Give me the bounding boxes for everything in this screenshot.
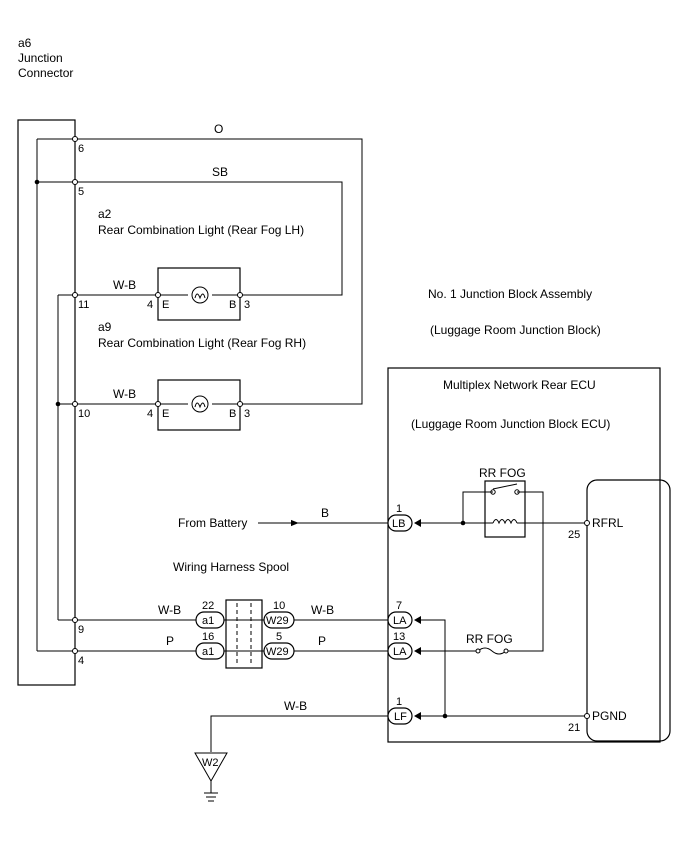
rear-fog-lh-term-b: B [229,299,236,311]
connector-la-7 [387,611,413,629]
junction-connector-id: a6 [18,36,32,50]
rear-fog-lh: a2 Rear Combination Light (Rear Fog LH) … [77,207,304,321]
pin-4 [72,648,78,654]
junction-connector-line1: Junction [18,51,63,65]
wire-sb-label: SB [212,165,228,179]
pin-label-4: 4 [78,655,84,667]
w29-row1-name: W29 [266,615,289,627]
wire-row-wb: W-B a1 22 W29 10 W-B LA 7 [77,600,446,716]
junction-block-title: No. 1 Junction Block Assembly [428,287,592,301]
ecu-module [586,479,671,742]
junction-block-subtitle: (Luggage Room Junction Block) [430,323,601,337]
spool-box [225,599,263,669]
from-battery-label: From Battery [178,516,247,530]
ecu-rfrl-pin: 25 [568,529,580,541]
wiring-harness-spool: Wiring Harness Spool [173,560,289,669]
rear-fog-lh-term-e: E [162,299,169,311]
a1-row2-pin: 16 [202,631,214,643]
rear-fog-rh-name: Rear Combination Light (Rear Fog RH) [98,336,306,350]
a1-row2-name: a1 [202,646,214,658]
rear-fog-rh-pin-b: 3 [244,408,250,420]
a1-row1-pin: 22 [202,600,214,612]
rear-fog-lh-pin-e: 4 [147,299,153,311]
junction-connector-label: a6 Junction Connector [18,36,73,80]
ground-circuit: W-B LF 1 W2 [194,696,585,802]
pin-label-11: 11 [78,299,89,311]
battery-feed: From Battery B [178,506,388,530]
wire-o-label: O [214,122,223,136]
ecu-rfrl-label: RFRL [592,516,624,530]
relay-coil-icon [492,519,518,525]
rear-fog-lh-box [157,267,241,321]
a1-row1-name: a1 [202,615,214,627]
rear-fog-rh-term-b: B [229,408,236,420]
lamp-rh-icon [191,395,209,413]
fuse-icon [477,647,507,655]
pin-label-6: 6 [78,143,84,155]
rear-fog-rh-term-e: E [162,408,169,420]
connector-lb-pin: 1 [396,503,402,515]
w29-row2-pin: 5 [276,631,282,643]
rear-fog-rh: a9 Rear Combination Light (Rear Fog RH) … [77,320,306,431]
w29-row2-name: W29 [266,646,289,658]
wire-row-p: P a1 16 W29 5 P LA 13 RR FOG [77,631,513,660]
rear-ecu-title: Multiplex Network Rear ECU [443,378,596,392]
rr-fog-relay: RR FOG [460,466,585,652]
rr-fog-fuse-label: RR FOG [466,632,513,646]
connector-lb: LB 1 [387,503,463,532]
connector-la-7-pin: 7 [396,600,402,612]
rear-fog-lh-pin-b: 3 [244,299,250,311]
rear-ecu-box [387,367,661,743]
wire-o: O [77,122,363,405]
ground-triangle-icon [194,752,228,783]
junction-connector-box [17,119,76,686]
connector-lf-name: LF [394,711,407,723]
ecu-pgnd-label: PGND [592,709,627,723]
connector-lb-name: LB [392,518,405,530]
wire-p-label-row2: P [166,634,174,648]
connector-la-7-name: LA [393,615,407,627]
wire-wb-label-ground: W-B [284,699,307,713]
wire-p-label-row2b: P [318,634,326,648]
wire-b-label: B [321,506,329,520]
connector-la-13 [387,642,413,660]
wire-wb-label-rh: W-B [113,387,136,401]
rear-fog-lh-id: a2 [98,207,112,221]
connector-lf-pin: 1 [396,696,402,708]
pin-9 [72,617,78,623]
junction-connector: 6 5 11 10 9 4 [17,119,90,686]
pin-label-9: 9 [78,624,84,636]
pin-11 [72,292,78,298]
rear-fog-rh-pin-e: 4 [147,408,153,420]
connector-lf [387,707,413,725]
connector-la-13-pin: 13 [393,631,405,643]
connector-la-13-name: LA [393,646,407,658]
pin-label-10: 10 [78,408,90,420]
w29-row1-pin: 10 [273,600,285,612]
pin-10 [72,401,78,407]
ecu-pgnd-pin: 21 [568,722,580,734]
rear-fog-lh-name: Rear Combination Light (Rear Fog LH) [98,223,304,237]
rear-fog-rh-id: a9 [98,320,112,334]
wire-wb-label-row1: W-B [158,603,181,617]
lamp-lh-icon [191,286,209,304]
rear-ecu: Multiplex Network Rear ECU (Luggage Room… [387,367,671,743]
junction-connector-line2: Connector [18,66,73,80]
pin-6 [72,136,78,142]
pin-label-5: 5 [78,186,84,198]
rr-fog-relay-label: RR FOG [479,466,526,480]
rear-ecu-subtitle: (Luggage Room Junction Block ECU) [411,417,610,431]
rr-fog-relay-box [484,480,526,538]
ground-label: W2 [202,757,219,769]
pin-5 [72,179,78,185]
wire-wb-label-row1b: W-B [311,603,334,617]
wire-sb: SB [77,165,343,296]
spool-label: Wiring Harness Spool [173,560,289,574]
wire-wb-label-lh: W-B [113,278,136,292]
